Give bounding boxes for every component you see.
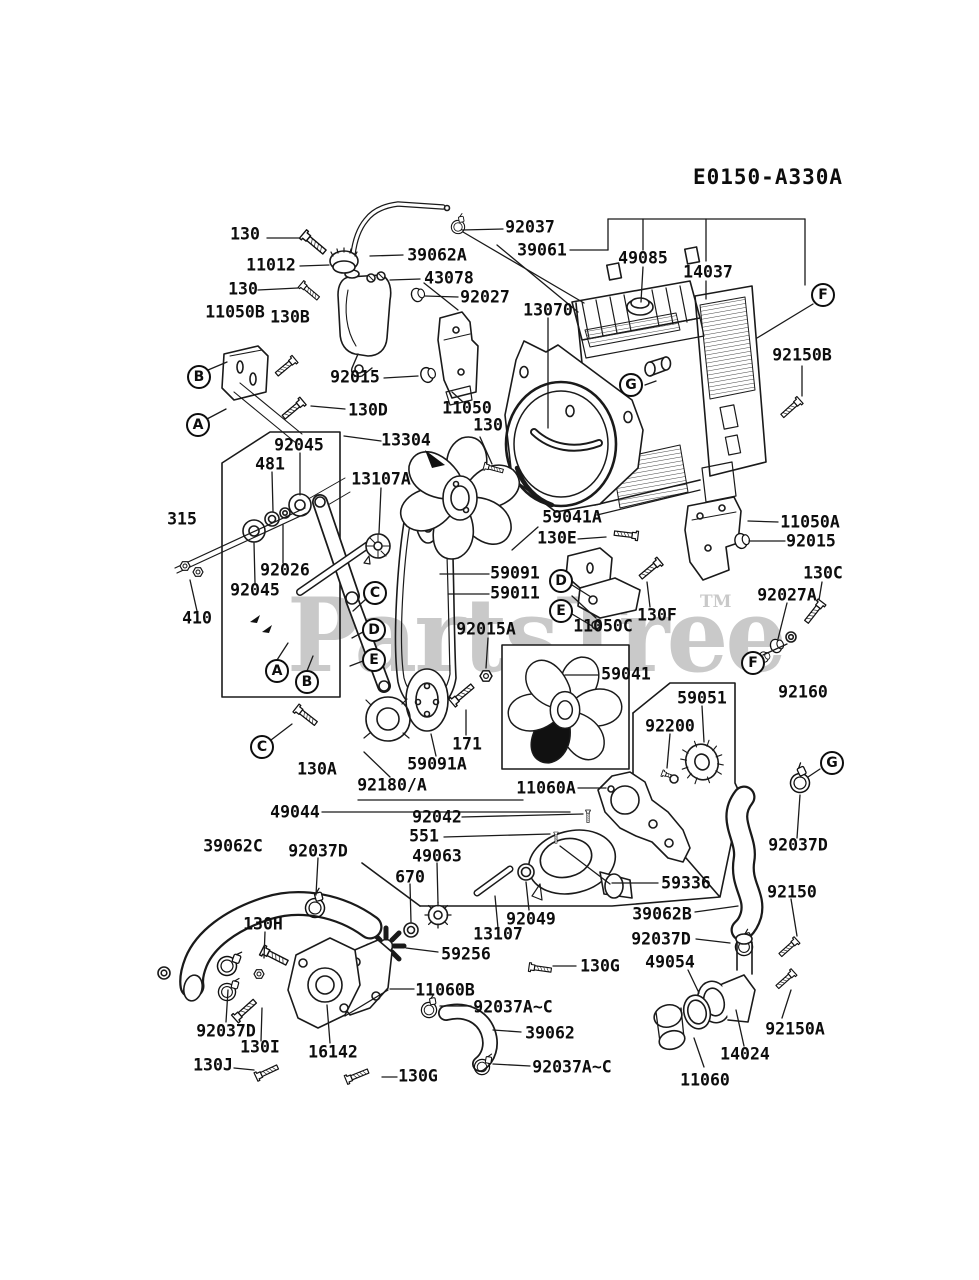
hose-39062C: [157, 887, 383, 1002]
fan-main: [392, 436, 528, 560]
tensioner-assembly: [174, 431, 391, 698]
gasket-11060A: [597, 771, 691, 863]
hardware: [215, 212, 827, 1086]
fan-shroud: [504, 340, 644, 513]
drawing: [157, 201, 827, 1086]
watermark-tm: TM: [700, 592, 732, 612]
fan-inset-box: [501, 644, 630, 770]
bracket-11050A: [684, 496, 752, 581]
water-pump: [253, 829, 633, 1029]
hose-39062: [418, 993, 498, 1077]
reserve-tank: [329, 201, 451, 378]
thermostat-housing: [653, 933, 756, 1051]
leader-lines: [189, 218, 823, 1078]
hose-39062B: [725, 761, 814, 959]
bracket-11050: [437, 311, 479, 406]
bracket-11050B: [221, 345, 303, 444]
